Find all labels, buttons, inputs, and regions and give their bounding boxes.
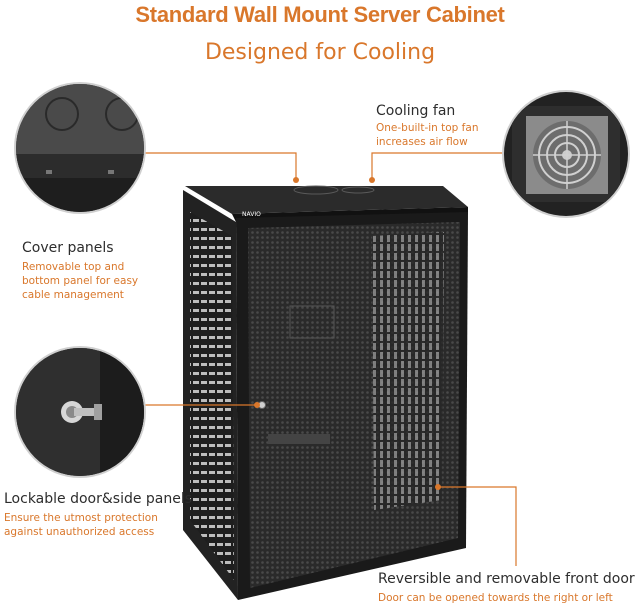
brand-logo: NAVIO <box>242 211 261 218</box>
cover-panels-connector <box>144 152 297 180</box>
cover-panels-closeup <box>16 84 144 212</box>
lockable-dot <box>254 402 260 408</box>
cooling-fan-desc-line: One-built-in top fan <box>376 122 479 134</box>
front-door-dot <box>435 484 441 490</box>
page-title: Standard Wall Mount Server Cabinet <box>135 2 505 27</box>
cover-panels-desc-line: Removable top and <box>22 261 125 273</box>
front-door-connector <box>438 486 517 566</box>
cooling-fan-closeup <box>504 92 628 216</box>
lockable-desc-line: Ensure the utmost protection <box>4 512 158 524</box>
lockable-desc-line: against unauthorized access <box>4 526 155 538</box>
cooling-fan-desc: One-built-in top fan increases air flow <box>376 121 478 149</box>
cover-panels-label: Cover panels <box>22 240 114 256</box>
cooling-fan-dot <box>369 177 375 183</box>
front-door-desc: Door can be opened towards the right or … <box>378 591 613 605</box>
cover-panels-desc-line: cable management <box>22 289 124 301</box>
page-subtitle: Designed for Cooling <box>204 40 436 65</box>
front-door-label: Reversible and removable front door <box>378 571 635 587</box>
front-door-desc-line: Door can be opened towards the right or … <box>378 592 613 604</box>
lockable-desc: Ensure the utmost protection against una… <box>4 511 158 539</box>
cover-panels-dot <box>293 177 299 183</box>
cooling-fan-connector <box>371 152 504 180</box>
lockable-label: Lockable door&side panels <box>4 491 193 507</box>
cover-panels-desc: Removable top and bottom panel for easy … <box>22 260 138 302</box>
lock-closeup <box>16 348 144 476</box>
cooling-fan-label: Cooling fan <box>376 103 456 119</box>
cover-panels-desc-line: bottom panel for easy <box>22 275 139 287</box>
cooling-fan-desc-line: increases air flow <box>376 136 468 148</box>
